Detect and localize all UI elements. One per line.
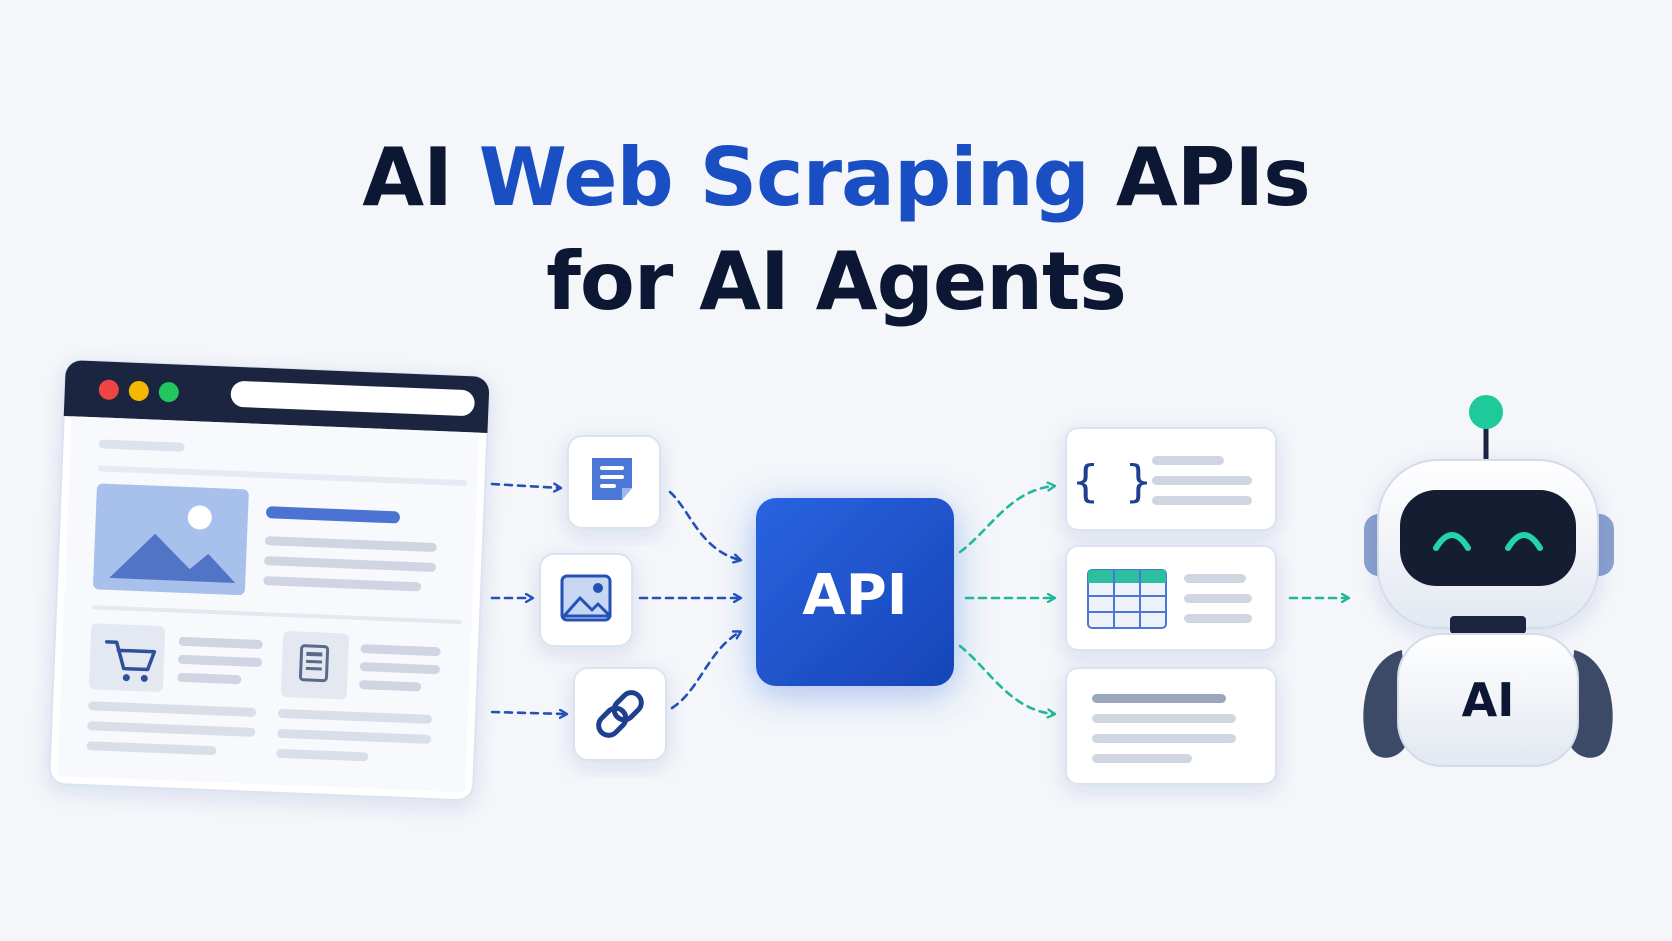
robot-chest-label: AI [1462, 673, 1515, 727]
api-label: API [802, 563, 907, 628]
window-maximize-dot [158, 382, 179, 403]
robot-neck [1450, 616, 1526, 634]
json-braces-icon: { } [1072, 456, 1151, 507]
robot-right-eye [1505, 532, 1543, 551]
robot-left-eye [1433, 532, 1471, 551]
title-word-ai: AI [362, 131, 453, 224]
robot-body [1397, 633, 1579, 767]
arrow-window-to-link [490, 712, 566, 714]
table-icon [1087, 569, 1167, 629]
title-line-1: AI Web Scraping APIs [0, 128, 1672, 228]
arrow-api-to-text [958, 644, 1054, 714]
arrow-window-to-document [490, 484, 560, 488]
landscape-image-icon [93, 483, 249, 596]
image-icon [560, 574, 612, 622]
title-accent: Web Scraping [478, 131, 1090, 224]
document-icon [592, 458, 632, 500]
robot-antenna-ball [1469, 395, 1503, 429]
input-arrows [490, 484, 740, 714]
robot-face-screen [1400, 490, 1576, 586]
title-word-apis: APIs [1115, 131, 1311, 224]
output-table-card [1065, 545, 1277, 651]
window-minimize-dot [128, 380, 149, 401]
robot-icon: AI [1363, 395, 1614, 767]
newspaper-icon [280, 631, 350, 700]
input-image-card [539, 553, 633, 647]
arrow-link-to-api [670, 632, 740, 710]
input-document-card [567, 435, 661, 529]
browser-window [48, 359, 491, 802]
input-link-card [573, 667, 667, 761]
api-box: API [756, 498, 954, 686]
title-line-2: for AI Agents [546, 235, 1127, 328]
link-icon [596, 690, 644, 738]
text-lines-icon [1092, 694, 1236, 763]
output-text-card [1065, 667, 1277, 785]
output-arrows [958, 486, 1348, 714]
shopping-cart-icon [89, 623, 166, 692]
window-address-bar [230, 381, 475, 416]
arrow-api-to-json [958, 486, 1054, 554]
window-close-dot [98, 379, 119, 400]
output-json-card: { } [1065, 427, 1277, 531]
arrow-document-to-api [668, 490, 740, 560]
robot-right-arm [1568, 650, 1613, 758]
robot-left-arm [1363, 650, 1408, 758]
